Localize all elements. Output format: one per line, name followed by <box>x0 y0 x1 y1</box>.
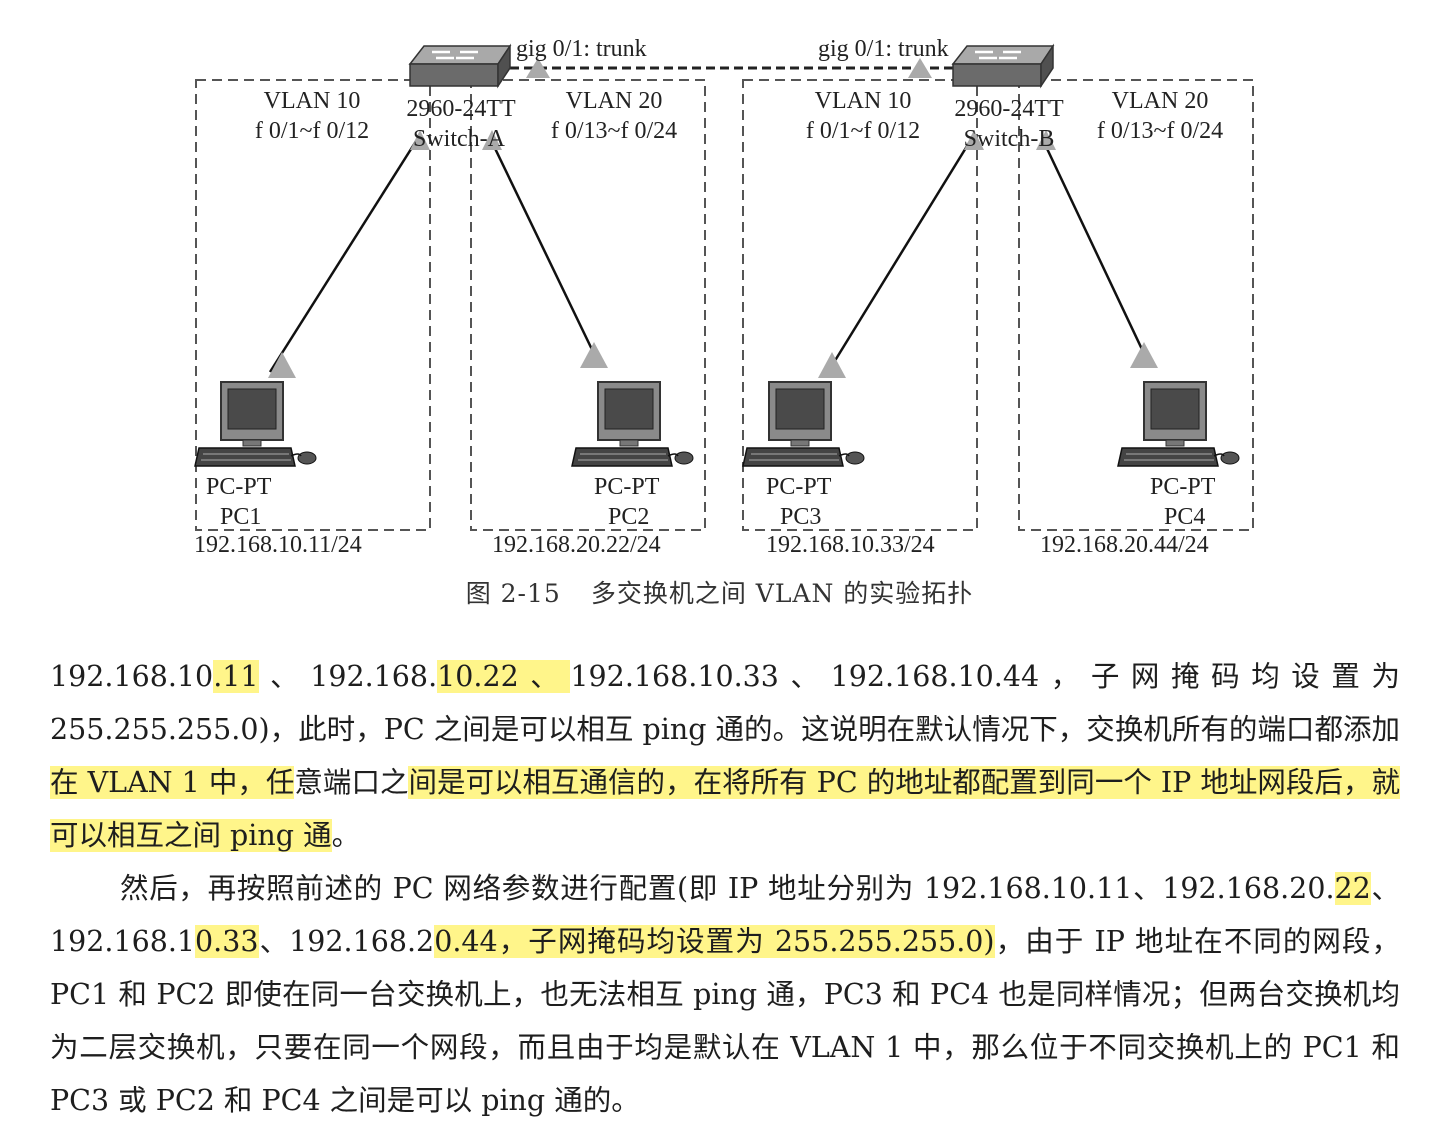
link-pc3 <box>826 137 974 373</box>
port-marker-icon <box>1036 130 1056 150</box>
pc-name-label: PC3 <box>780 504 821 530</box>
trunk-port-marker-a <box>526 58 550 78</box>
zone-ports-label: f 0/13~f 0/24 <box>551 118 677 144</box>
vlan10-zone-b <box>742 79 978 531</box>
zone-vlan-label: VLAN 10 <box>815 88 912 114</box>
port-marker-icon <box>580 342 608 368</box>
pc-name-label: PC4 <box>1164 504 1205 530</box>
pc-name-label: PC2 <box>608 504 649 530</box>
link-pc1 <box>268 137 420 373</box>
port-marker-icon <box>1130 342 1158 368</box>
switch-name-label: Switch-B <box>964 126 1055 152</box>
topology-figure: gig 0/1: trunk gig 0/1: trunk VLAN 10 f … <box>194 36 1254 558</box>
zone-ports-label: f 0/1~f 0/12 <box>806 118 920 144</box>
vlan20-zone-a <box>470 79 706 531</box>
caption-title: 多交换机之间 VLAN 的实验拓扑 <box>590 579 974 608</box>
link-pc4 <box>1040 137 1150 363</box>
text-run: 、192.168.1 <box>50 872 1400 958</box>
zone-vlan-label: VLAN 20 <box>1112 88 1209 114</box>
paragraph: 然后，再按照前述的 PC 网络参数进行配置(即 IP 地址分别为 192.168… <box>50 862 1400 1127</box>
port-marker-icon <box>268 352 296 378</box>
pc-type-label: PC-PT <box>594 474 660 500</box>
text-run: 192.168.10 <box>50 660 214 693</box>
pc-ip-label: 192.168.10.11/24 <box>194 532 362 558</box>
pc-type-label: PC-PT <box>206 474 272 500</box>
pc4-computer-icon <box>1117 381 1240 467</box>
link-pc2 <box>488 137 600 363</box>
port-marker-icon <box>410 130 430 150</box>
trunk-label-a: gig 0/1: trunk <box>516 36 647 62</box>
text-run: 192.168.10.33、192.168.10.44，子网掩码均设置为 255… <box>50 660 1400 746</box>
highlighted-text: .11 <box>213 660 259 693</box>
text-run: 、192.168.2 <box>258 925 435 958</box>
highlighted-text: 在 VLAN 1 中，任 <box>50 766 295 799</box>
pc-ip-label: 192.168.20.22/24 <box>492 532 661 558</box>
text-run: 意端口之 <box>294 766 409 799</box>
pc3-computer-icon <box>742 381 865 467</box>
vlan10-zone-a <box>195 79 431 531</box>
text-run: 然后，再按照前述的 PC 网络参数进行配置(即 IP 地址分别为 192.168… <box>120 872 1335 905</box>
zone-vlan-label: VLAN 10 <box>264 88 361 114</box>
port-marker-icon <box>818 352 846 378</box>
zone-vlan-label: VLAN 20 <box>566 88 663 114</box>
body-text: 192.168.10.11、192.168.10.22、192.168.10.3… <box>50 650 1400 1127</box>
text-run: 、192.168. <box>258 660 438 693</box>
paragraph: 192.168.10.11、192.168.10.22、192.168.10.3… <box>50 650 1400 862</box>
zone-ports-label: f 0/1~f 0/12 <box>255 118 369 144</box>
port-marker-icon <box>482 130 502 150</box>
highlighted-text: 22 <box>1334 872 1371 905</box>
highlighted-text: 10.22、 <box>437 660 571 693</box>
switch-model-label: 2960-24TT <box>954 96 1064 122</box>
text-run: ，由于 IP 地址在不同的网段，PC1 和 PC2 即使在同一台交换机上，也无法… <box>50 925 1401 1117</box>
switch-a-icon <box>408 44 512 88</box>
switch-model-label: 2960-24TT <box>406 96 516 122</box>
trunk-port-marker-b <box>908 58 932 78</box>
port-marker-icon <box>964 130 984 150</box>
caption-number: 图 2-15 <box>465 579 561 608</box>
zone-ports-label: f 0/13~f 0/24 <box>1097 118 1223 144</box>
highlighted-text: 0.44，子网掩码均设置为 255.255.255.0) <box>434 925 995 958</box>
switch-b-icon <box>951 44 1055 88</box>
pc-ip-label: 192.168.20.44/24 <box>1040 532 1209 558</box>
highlighted-text: 0.33 <box>195 925 259 958</box>
pc2-computer-icon <box>571 381 694 467</box>
text-run: 。 <box>331 819 361 852</box>
pc1-computer-icon <box>194 381 317 467</box>
vlan20-zone-b <box>1018 79 1254 531</box>
figure-caption: 图 2-15 多交换机之间 VLAN 的实验拓扑 <box>0 574 1439 610</box>
pc-type-label: PC-PT <box>766 474 832 500</box>
switch-name-label: Switch-A <box>413 126 506 152</box>
pc-ip-label: 192.168.10.33/24 <box>766 532 935 558</box>
pc-name-label: PC1 <box>220 504 261 530</box>
trunk-label-b: gig 0/1: trunk <box>818 36 949 62</box>
pc-type-label: PC-PT <box>1150 474 1216 500</box>
